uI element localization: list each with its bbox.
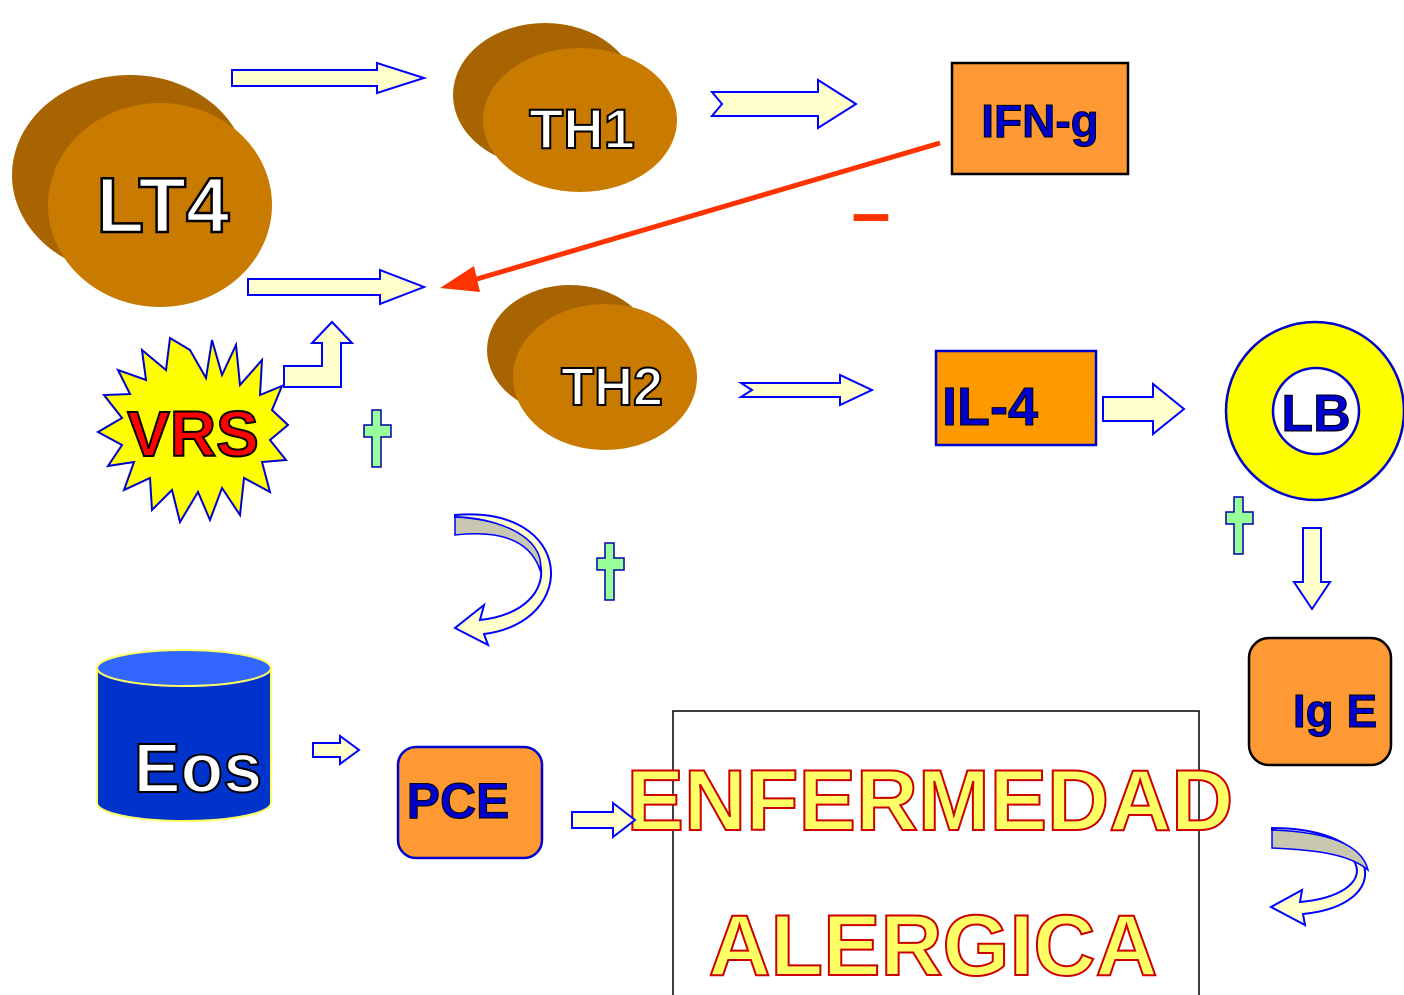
inhibit-sign: – [852, 173, 891, 251]
eos-label: Eos [134, 729, 262, 807]
disease-line2: ALERGICA [708, 898, 1157, 994]
il4-label: IL-4 [942, 377, 1038, 437]
arrow-lt4-to-th1 [231, 61, 428, 95]
arrow-il4-to-lb [1102, 381, 1186, 437]
th2-label: TH2 [561, 357, 663, 417]
th1-cell: TH1 [453, 23, 677, 192]
vrs-label: VRS [127, 398, 259, 470]
inhibit-arrow [440, 140, 941, 292]
il4-box: IL-4 [934, 349, 1098, 447]
lt4-cell: LT4 [12, 75, 272, 307]
arrow-eos-to-pce [312, 734, 361, 766]
curved-arrow-icon [453, 513, 552, 648]
plus-icon [1225, 496, 1254, 555]
disease-line1: ENFERMEDAD [627, 753, 1234, 849]
plus-icon [363, 409, 392, 468]
disease-box: ENFERMEDAD ALERGICA [626, 710, 1234, 995]
ige-label: Ig E [1293, 685, 1377, 737]
ige-box: Ig E [1247, 636, 1393, 767]
eos-cylinder: Eos [96, 649, 272, 822]
curved-arrow-icon [1268, 826, 1370, 927]
plus-icon [596, 542, 625, 601]
arrow-pce-to-disease [571, 800, 637, 840]
arrow-th2-to-il4 [737, 373, 875, 407]
lb-label: LB [1281, 385, 1350, 443]
pce-label: PCE [407, 773, 510, 829]
lb-cell: LB [1224, 320, 1404, 502]
arrow-th1-to-ifng [709, 78, 858, 130]
th2-cell: TH2 [487, 285, 697, 450]
arrow-lb-to-ige [1292, 527, 1332, 611]
ifng-box: IFN-g [950, 61, 1130, 176]
lt4-label: LT4 [97, 161, 230, 249]
pce-box: PCE [396, 745, 544, 860]
starburst-icon [95, 336, 290, 525]
vrs-burst: VRS [95, 336, 290, 525]
arrow-lt4-to-th2 [247, 268, 427, 306]
th1-label: TH1 [529, 97, 635, 160]
arrow-vrs-bent-up [283, 320, 355, 388]
ifng-label: IFN-g [981, 95, 1099, 147]
